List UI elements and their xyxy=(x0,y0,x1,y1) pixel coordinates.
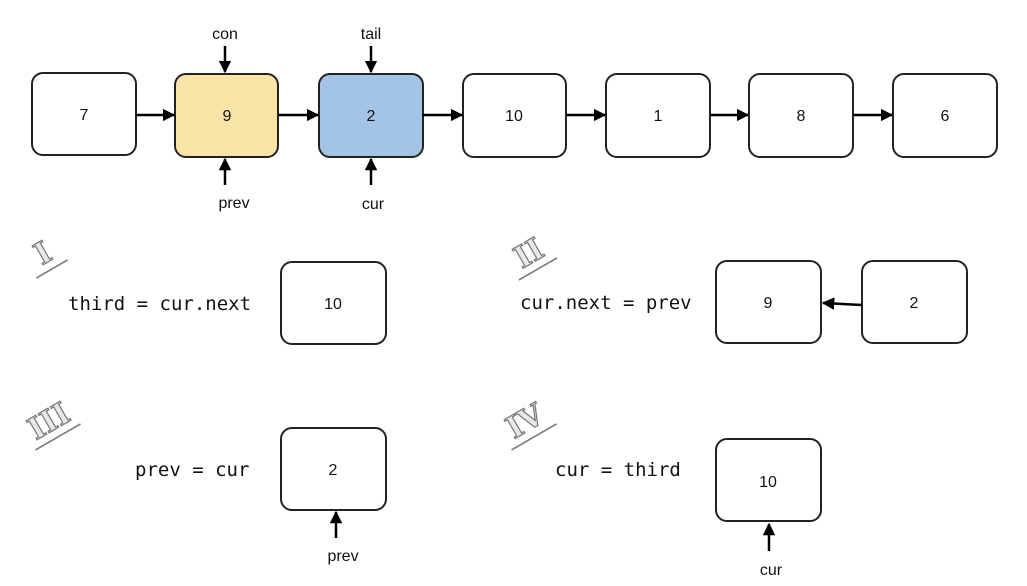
node-value: 2 xyxy=(910,295,919,312)
step-code: third = cur.next xyxy=(68,293,251,315)
step-node: 10 xyxy=(715,438,822,522)
node-value: 2 xyxy=(329,462,338,479)
list-node-2: 2 xyxy=(318,73,424,158)
node-value: 9 xyxy=(223,108,232,125)
pointer-con: con xyxy=(212,26,238,74)
step-numeral-icon: IV xyxy=(500,396,557,451)
step-numeral-icon: I xyxy=(28,235,68,279)
pointer-label: cur xyxy=(362,196,385,213)
step-numeral: IV xyxy=(500,397,550,446)
pointer-label: prev xyxy=(218,195,249,212)
step-1: I third = cur.next 10 xyxy=(28,235,387,345)
step-code: prev = cur xyxy=(135,459,249,481)
step-numeral-icon: III xyxy=(22,395,81,451)
step-numeral: III xyxy=(22,396,76,447)
list-node-4: 1 xyxy=(605,73,711,158)
pointer-label: con xyxy=(212,26,238,43)
list-node-5: 8 xyxy=(748,73,854,158)
step-numeral: II xyxy=(508,232,550,276)
pointer-tail: tail xyxy=(361,26,381,74)
list-node-0: 7 xyxy=(31,72,137,156)
node-value: 6 xyxy=(941,108,950,125)
step-3: III prev = cur 2 prev xyxy=(22,395,387,565)
node-value: 7 xyxy=(80,107,89,124)
step-code: cur = third xyxy=(555,459,681,481)
node-value: 2 xyxy=(367,108,376,125)
step-node-prev: 9 xyxy=(715,260,822,344)
pointer-prev: prev xyxy=(218,157,250,212)
pointer-label: tail xyxy=(361,26,381,43)
node-value: 10 xyxy=(324,296,342,313)
step-4: IV cur = third 10 cur xyxy=(500,396,822,579)
step-numeral: I xyxy=(28,235,58,272)
pointer-cur: cur xyxy=(362,157,385,213)
reversed-next-arrow xyxy=(821,297,863,310)
linked-list: 7 9 2 10 1 8 6 xyxy=(31,26,998,213)
pointer-prev: prev xyxy=(327,510,359,565)
node-value: 1 xyxy=(654,108,663,125)
pointer-label: cur xyxy=(760,562,783,579)
step-2: II cur.next = prev 9 2 xyxy=(508,231,968,344)
step-numeral-icon: II xyxy=(508,231,558,281)
step-node-cur: 2 xyxy=(861,260,968,344)
node-value: 8 xyxy=(797,108,806,125)
list-node-3: 10 xyxy=(462,73,567,158)
node-value: 10 xyxy=(505,108,523,125)
step-node: 2 xyxy=(280,427,387,511)
node-value: 10 xyxy=(759,474,777,491)
list-node-1: 9 xyxy=(174,73,279,158)
node-value: 9 xyxy=(764,295,773,312)
step-code: cur.next = prev xyxy=(520,292,692,314)
step-node: 10 xyxy=(280,261,387,345)
list-node-6: 6 xyxy=(892,73,998,158)
pointer-cur: cur xyxy=(760,522,783,579)
pointer-label: prev xyxy=(327,548,358,565)
